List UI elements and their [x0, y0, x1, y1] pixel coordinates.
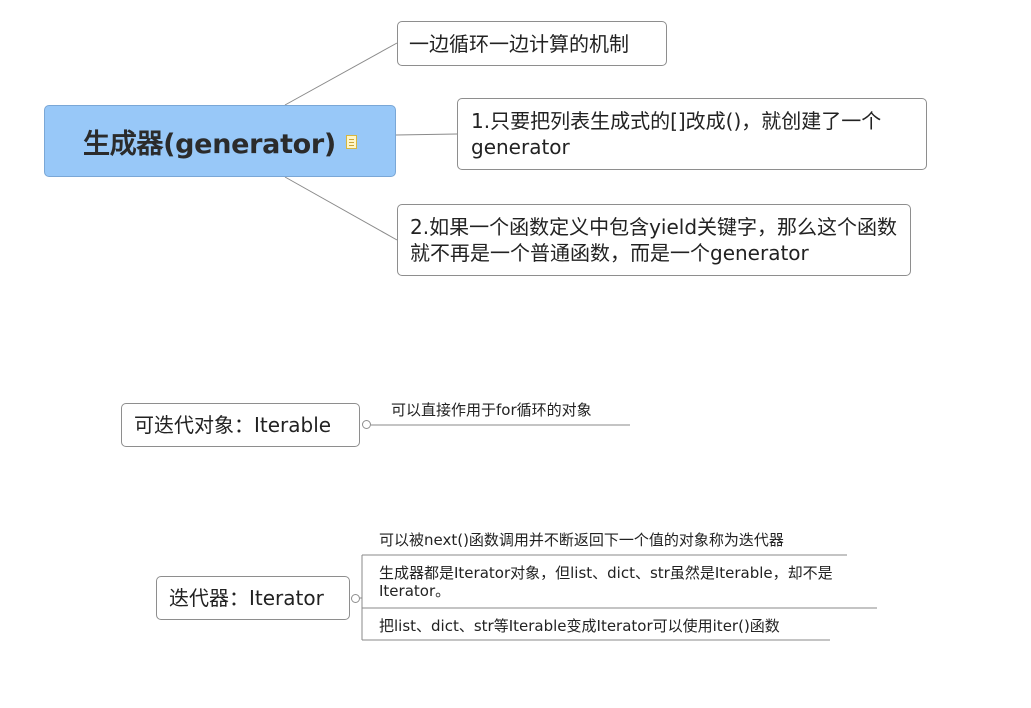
topic-iterable[interactable]: 可迭代对象：Iterable [121, 403, 360, 447]
collapse-toggle-iterator[interactable] [351, 594, 360, 603]
branch-topic-3[interactable]: 2.如果一个函数定义中包含yield关键字，那么这个函数就不再是一个普通函数，而… [397, 204, 911, 276]
topic-iterable-title: 可迭代对象：Iterable [134, 413, 332, 437]
topic-iterator-title: 迭代器：Iterator [169, 586, 324, 610]
branch-topic-2[interactable]: 1.只要把列表生成式的[]改成()，就创建了一个generator [457, 98, 927, 170]
leaf-iterator-3[interactable]: 把list、dict、str等Iterable变成Iterator可以使用ite… [379, 617, 780, 635]
root-topic-title: 生成器(generator) [83, 128, 336, 160]
leaf-iterator-2[interactable]: 生成器都是Iterator对象，但list、dict、str虽然是Iterabl… [379, 564, 833, 600]
branch-topic-3-text: 2.如果一个函数定义中包含yield关键字，那么这个函数就不再是一个普通函数，而… [410, 215, 898, 265]
branch-topic-2-text: 1.只要把列表生成式的[]改成()，就创建了一个generator [471, 109, 882, 159]
leaf-iterable-1[interactable]: 可以直接作用于for循环的对象 [391, 401, 592, 419]
connector-root-branch-3 [284, 176, 398, 241]
connector-root-branch-1 [284, 42, 398, 106]
connector-root-branch-2 [395, 133, 458, 136]
note-icon[interactable] [345, 135, 357, 149]
branch-topic-1[interactable]: 一边循环一边计算的机制 [397, 21, 667, 66]
branch-topic-1-text: 一边循环一边计算的机制 [409, 32, 629, 56]
collapse-toggle-iterable[interactable] [362, 420, 371, 429]
root-topic-generator[interactable]: 生成器(generator) [44, 105, 396, 177]
topic-iterator[interactable]: 迭代器：Iterator [156, 576, 350, 620]
leaf-iterator-1[interactable]: 可以被next()函数调用并不断返回下一个值的对象称为迭代器 [379, 531, 784, 549]
